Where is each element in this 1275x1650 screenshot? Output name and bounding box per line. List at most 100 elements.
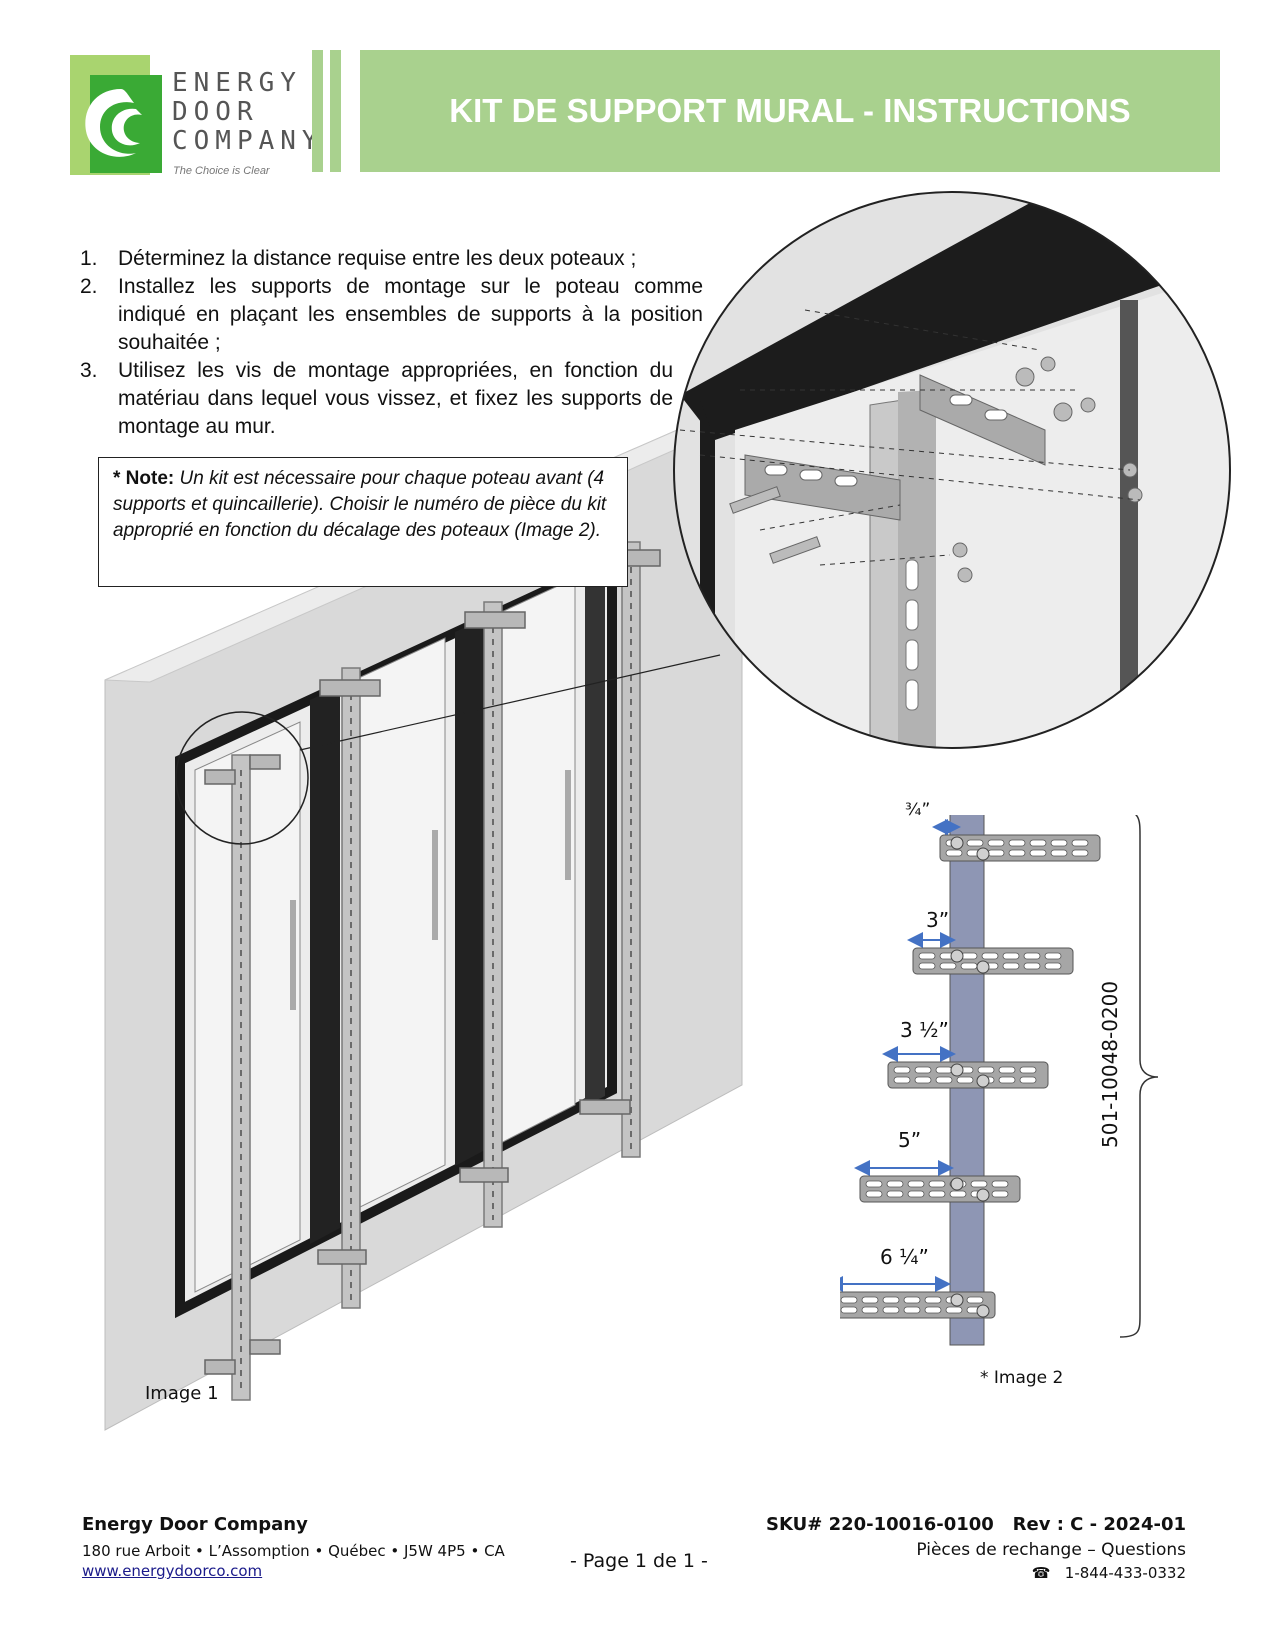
plate-slot (840, 1296, 858, 1304)
plate-slot (882, 1296, 900, 1304)
sku-number: SKU# 220-10016-0100 (766, 1514, 994, 1535)
door-mullion-3 (585, 563, 605, 1106)
page-title: KIT DE SUPPORT MURAL - INSTRUCTIONS (449, 92, 1131, 129)
title-banner (360, 50, 1220, 172)
step-1: 1. Déterminez la distance requise entre … (80, 245, 730, 273)
step-number: 2. (80, 275, 98, 298)
plate-slot (1044, 952, 1062, 960)
plate-slot (924, 1296, 942, 1304)
logo-line-1: ENERGY (172, 68, 302, 98)
plate-slot (998, 1076, 1016, 1084)
plate-slot (966, 839, 984, 847)
plate-slot (907, 1190, 925, 1198)
plate-slot (882, 1306, 900, 1314)
post-1 (231, 754, 251, 1401)
plate-slot (1023, 952, 1041, 960)
page-number: - Page 1 de 1 - (570, 1550, 708, 1572)
bracket-plate-4 (859, 1175, 1021, 1203)
plate-slot (987, 849, 1005, 857)
step-text: Installez les supports de montage sur le… (118, 275, 703, 354)
plate-slot (893, 1076, 911, 1084)
note-label: * Note: (113, 468, 175, 489)
note-box: * Note: Un kit est nécessaire pour chaqu… (98, 457, 628, 587)
offset-label-4: 5” (898, 1128, 922, 1152)
image-2-offset-diagram (840, 815, 1159, 1346)
offset-label-3: 3 ½” (900, 1018, 949, 1042)
footer-sku: SKU# 220-10016-0100 Rev : C - 2024-01 (766, 1514, 1186, 1535)
plate-slot (1002, 962, 1020, 970)
zoom-detail (674, 192, 1230, 748)
zoom-circle-border (673, 191, 1231, 749)
plate-slot (1071, 839, 1089, 847)
plate-slot (918, 952, 936, 960)
plate-slot (1050, 839, 1068, 847)
plate-slot (945, 849, 963, 857)
plate-slot (935, 1066, 953, 1074)
bracket (319, 679, 381, 697)
logo-swirl-icon (85, 89, 142, 157)
plate-slot (960, 962, 978, 970)
instruction-steps: 1. Déterminez la distance requise entre … (80, 245, 730, 441)
plate-slot (977, 1066, 995, 1074)
plate-slot (914, 1076, 932, 1084)
plate-slot (1071, 849, 1089, 857)
bracket-plate-1 (939, 834, 1101, 862)
plate-slot (1008, 839, 1026, 847)
footer-website-link[interactable]: www.energydoorco.com (82, 1562, 263, 1580)
phone-number[interactable]: 1-844-433-0332 (1064, 1564, 1186, 1582)
bracket (204, 769, 236, 785)
plate-slot (991, 1190, 1009, 1198)
step-text: Utilisez les vis de montage appropriées,… (118, 359, 673, 438)
bracket-plate-2 (912, 947, 1074, 975)
offset-label-2: 3” (926, 908, 950, 932)
bracket-plate-5 (840, 1291, 996, 1319)
logo-line-3: COMPANY (172, 126, 324, 156)
plate-slot (1019, 1076, 1037, 1084)
plate-slot (1019, 1066, 1037, 1074)
plate-slot (1044, 962, 1062, 970)
post-4 (621, 541, 641, 1158)
range-brace (1119, 815, 1159, 1338)
logo-square-dark (90, 75, 162, 173)
bolt-head (950, 1177, 964, 1191)
bolt-head (950, 1063, 964, 1077)
plate-slot (903, 1296, 921, 1304)
step-number: 1. (80, 247, 98, 270)
plate-slot (924, 1306, 942, 1314)
company-logo: ENERGY DOOR COMPANY The Choice is Clear (70, 55, 318, 180)
bracket (579, 1099, 631, 1115)
bracket (459, 1167, 509, 1183)
logo-brand-text: ENERGY DOOR COMPANY (172, 69, 324, 156)
header-stripe-2 (330, 50, 341, 172)
plate-slot (1008, 849, 1026, 857)
plate-slot (981, 952, 999, 960)
plate-slot (886, 1180, 904, 1188)
plate-slot (918, 962, 936, 970)
bracket (249, 754, 281, 770)
plate-slot (970, 1180, 988, 1188)
plate-slot (840, 1306, 858, 1314)
plate-slot (886, 1190, 904, 1198)
phone-icon: ☎ (1031, 1564, 1051, 1582)
kit-part-number: 501-10048-0200 (1098, 980, 1122, 1148)
step-2: 2. Installez les supports de montage sur… (80, 273, 730, 357)
callout-leader-line (299, 654, 721, 751)
bracket-plate-3 (887, 1061, 1049, 1089)
step-text: Déterminez la distance requise entre les… (118, 247, 637, 270)
step-number: 3. (80, 359, 98, 382)
door-handle-3 (565, 770, 571, 880)
glass-pane-3 (494, 577, 576, 1147)
plate-slot (903, 1306, 921, 1314)
plate-slot (998, 1066, 1016, 1074)
footer-address: 180 rue Arboit • L’Assomption • Québec •… (82, 1542, 505, 1560)
plate-slot (956, 1076, 974, 1084)
offset-label-5: 6 ¼” (880, 1245, 929, 1269)
plate-slot (949, 1190, 967, 1198)
door-mullion-2 (455, 618, 485, 1166)
bracket (464, 611, 526, 629)
plate-slot (1050, 849, 1068, 857)
plate-slot (865, 1190, 883, 1198)
door-mullion-1 (310, 686, 340, 1244)
logo-tagline: The Choice is Clear (173, 165, 270, 177)
bolt-head (976, 1188, 990, 1202)
